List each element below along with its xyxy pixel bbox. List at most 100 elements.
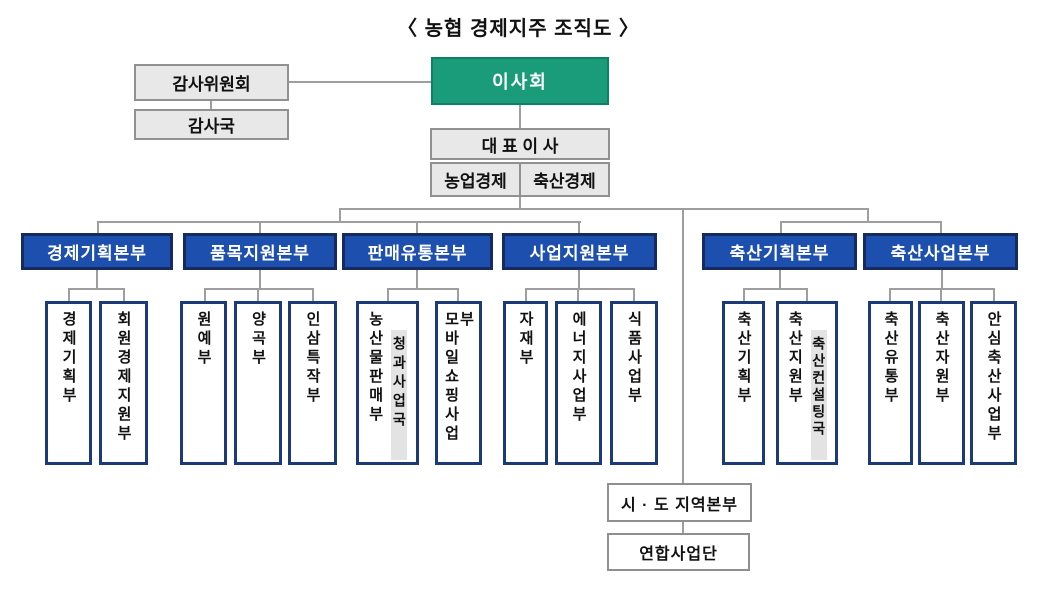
dept-box: 경제기획부: [45, 301, 92, 465]
economy-split-box: 농업경제 축산경제: [430, 162, 610, 197]
dept-label: 축산유통부: [882, 311, 899, 406]
division-label: 축산기획본부: [729, 244, 830, 263]
audit-bureau-box: 감사국: [134, 109, 289, 140]
ceo-label: 대 표 이 사: [481, 136, 559, 156]
connector-tick: [97, 223, 99, 233]
connector-tick: [993, 290, 995, 302]
connector-group-bracket: [68, 288, 125, 290]
audit-bureau-label: 감사국: [188, 117, 235, 136]
agri-economy-cell: 농업경제: [444, 172, 507, 191]
dept-box: 축산자원부: [918, 301, 965, 465]
dept-box: 축산기획부: [722, 301, 765, 465]
regional-hq-label: 시 · 도 지역본부: [621, 496, 738, 514]
dept-label: 식품사업부: [625, 311, 643, 406]
connector-tick: [387, 290, 389, 302]
connector-tick: [940, 290, 942, 302]
division-label: 축산사업본부: [890, 244, 991, 263]
connector-center-vertical: [682, 210, 684, 483]
dept-box: 축산지원부 축산컨설팅국: [776, 301, 838, 465]
connector-tick: [577, 290, 579, 302]
dept-box: 에너지사업부: [555, 301, 602, 465]
connector-economy-to-main: [519, 197, 521, 210]
connector-group-stem: [259, 270, 261, 288]
chart-title: 〈 농협 경제지주 조직도 〉: [397, 18, 640, 40]
dept-label: 회원경제지원부: [115, 311, 132, 444]
connector-left-bracket: [97, 221, 581, 223]
board-label: 이사회: [492, 72, 548, 92]
connector-tick: [68, 290, 70, 302]
dept-label: 안심축산사업부: [985, 311, 1002, 444]
dept-label: 인삼특작부: [304, 311, 321, 406]
dept-label: 양곡부: [249, 311, 267, 368]
sub-unit-label: 축산컨설팅국: [810, 330, 827, 460]
division-box-commodity-support: 품목지원본부: [183, 233, 337, 270]
connector-tick: [525, 290, 527, 302]
dept-box: 식품사업부: [610, 301, 658, 465]
connector-board-to-ceo: [519, 105, 521, 128]
connector-right-bracket: [780, 221, 942, 223]
dept-label: 축산자원부: [933, 311, 950, 406]
dept-box: 원예부: [180, 301, 227, 465]
connector-audit-to-board: [289, 81, 431, 83]
connector-main-horizontal: [339, 208, 869, 210]
connector-group-bracket: [204, 288, 314, 290]
division-box-business-support: 사업지원본부: [502, 233, 657, 270]
split-divider: [519, 164, 521, 195]
connector-group-bracket: [387, 288, 459, 290]
audit-committee-box: 감사위원회: [134, 64, 289, 101]
livestock-economy-cell: 축산경제: [533, 172, 596, 191]
dept-box: 인삼특작부: [288, 301, 337, 465]
connector-tick: [312, 290, 314, 302]
connector-tick: [940, 223, 942, 233]
connector-group-stem: [416, 270, 418, 288]
connector-left-branch-drop: [339, 210, 341, 222]
dept-label: 농산물판매부: [366, 311, 384, 425]
connector-tick: [743, 290, 745, 302]
division-box-economic-planning: 경제기획본부: [21, 233, 173, 270]
ceo-box: 대 표 이 사: [430, 128, 610, 160]
federation-label: 연합사업단: [639, 546, 718, 563]
dept-box: 양곡부: [234, 301, 282, 465]
dept-box: 자재부: [503, 301, 548, 465]
board-box: 이사회: [431, 57, 609, 105]
connector-regional-to-federation: [682, 522, 684, 533]
connector-group-stem: [578, 270, 580, 288]
connector-tick: [633, 290, 635, 302]
connector-right-branch-drop: [867, 210, 869, 222]
connector-tick: [889, 290, 891, 302]
division-box-livestock-business: 축산사업본부: [863, 233, 1018, 270]
connector-tick: [123, 290, 125, 302]
connector-group-stem: [96, 270, 98, 288]
connector-group-stem: [779, 270, 781, 288]
dept-label: 원예부: [195, 311, 212, 368]
connector-group-bracket: [525, 288, 635, 290]
division-label: 사업지원본부: [529, 244, 630, 263]
audit-committee-label: 감사위원회: [172, 75, 251, 94]
sub-unit-label: 청과사업국: [391, 330, 408, 460]
dept-label: 축산기획부: [735, 311, 752, 406]
dept-box: 모바일쇼핑사업부: [435, 301, 482, 465]
dept-box: 농산물판매부 청과사업국: [356, 301, 419, 465]
division-box-livestock-planning: 축산기획본부: [702, 233, 857, 270]
division-label: 경제기획본부: [47, 244, 147, 263]
connector-tick: [578, 223, 580, 233]
division-box-sales-distribution: 판매유통본부: [342, 233, 493, 270]
connector-group-bracket: [889, 288, 995, 290]
connector-group-stem: [941, 270, 943, 288]
federation-box: 연합사업단: [607, 533, 750, 571]
dept-box: 축산유통부: [868, 301, 913, 465]
connector-tick: [457, 290, 459, 302]
dept-label: 에너지사업부: [570, 311, 587, 425]
connector-tick: [259, 223, 261, 233]
connector-group-bracket: [743, 288, 808, 290]
connector-tick: [204, 290, 206, 302]
connector-tick: [806, 290, 808, 302]
dept-label: 자재부: [517, 311, 534, 368]
dept-box: 회원경제지원부: [99, 301, 148, 465]
dept-label: 축산지원부: [786, 311, 804, 406]
dept-label: 경제기획부: [60, 311, 77, 406]
division-label: 품목지원본부: [210, 244, 310, 263]
division-label: 판매유통본부: [367, 244, 468, 263]
connector-audit-to-bureau: [210, 101, 212, 109]
